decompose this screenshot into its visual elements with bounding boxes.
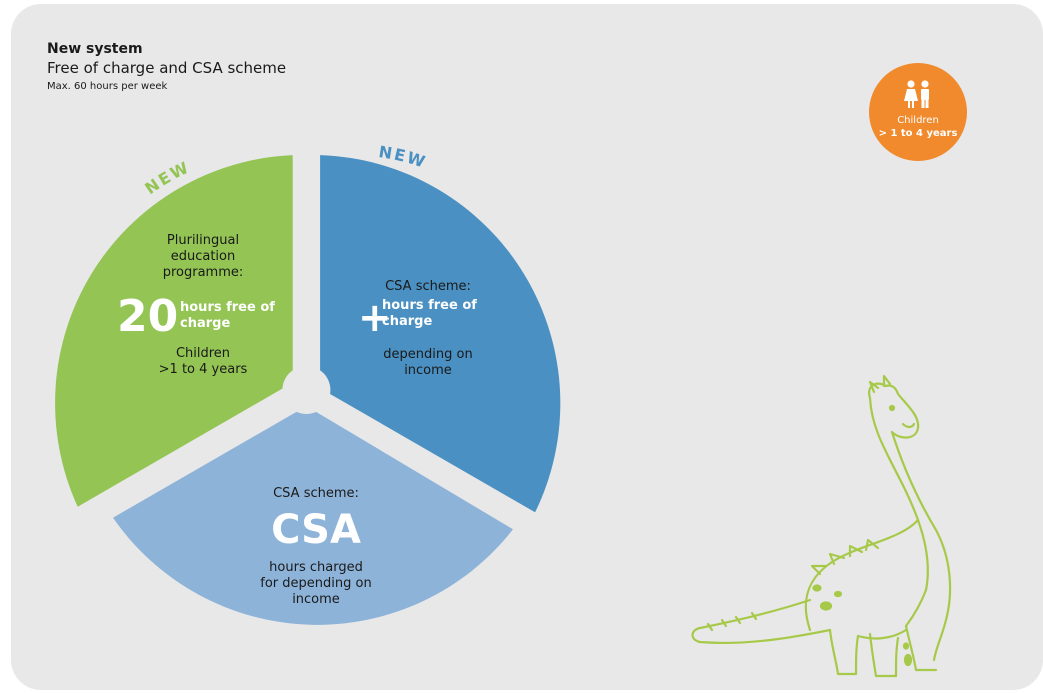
slice-csa-free-emph-1: hours free of <box>382 298 477 313</box>
hours-note: Max. 60 hours per week <box>47 81 168 92</box>
slice-csa-labels: CSA scheme: CSA hours charged for depend… <box>260 486 371 607</box>
slice-csa <box>113 406 513 625</box>
slice-csa-line-3: for depending on <box>260 576 371 591</box>
badge-line-2: > 1 to 4 years <box>878 128 958 139</box>
slice-free-line-4: Children <box>176 346 230 361</box>
slice-free-line-1: Plurilingual <box>167 233 239 248</box>
slice-csa-free-line-1: CSA scheme: <box>385 279 471 294</box>
page-subtitle: Free of charge and CSA scheme <box>47 59 287 77</box>
badge-line-1: Children <box>897 115 939 126</box>
slice-free-big-number: 20 <box>117 291 178 342</box>
slice-csa-free-plus: + <box>358 295 392 341</box>
header: New system Free of charge and CSA scheme… <box>47 40 286 96</box>
children-age-badge: Children > 1 to 4 years <box>869 63 967 161</box>
slice-csa-free-labels: CSA scheme: + hours free of charge depen… <box>358 279 477 378</box>
slice-free <box>55 155 293 507</box>
pie-center-hole <box>282 366 331 414</box>
slice-csa-free <box>320 155 561 513</box>
slice-csa-line-1: CSA scheme: <box>273 486 359 501</box>
slice-csa-free-emph-2: charge <box>382 314 432 329</box>
slice-free-emph-1: hours free of <box>180 300 275 315</box>
slice-csa-free-line-2: depending on <box>383 347 472 362</box>
slice-csa-line-4: income <box>292 592 340 607</box>
slice-free-emph-2: charge <box>180 316 230 331</box>
slice-free-line-5: >1 to 4 years <box>159 362 248 377</box>
slice-csa-free-line-3: income <box>404 363 452 378</box>
slice-csa-line-2: hours charged <box>269 560 363 575</box>
dinosaur-illustration <box>691 374 952 678</box>
children-icon <box>904 80 929 108</box>
slice-csa-big-label: CSA <box>271 507 361 553</box>
slice-free-line-2: education <box>171 249 236 264</box>
page-title: New system <box>47 41 143 57</box>
slice-free-labels: Plurilingual education programme: 20 hou… <box>117 233 275 377</box>
slice-free-line-3: programme: <box>163 265 244 280</box>
